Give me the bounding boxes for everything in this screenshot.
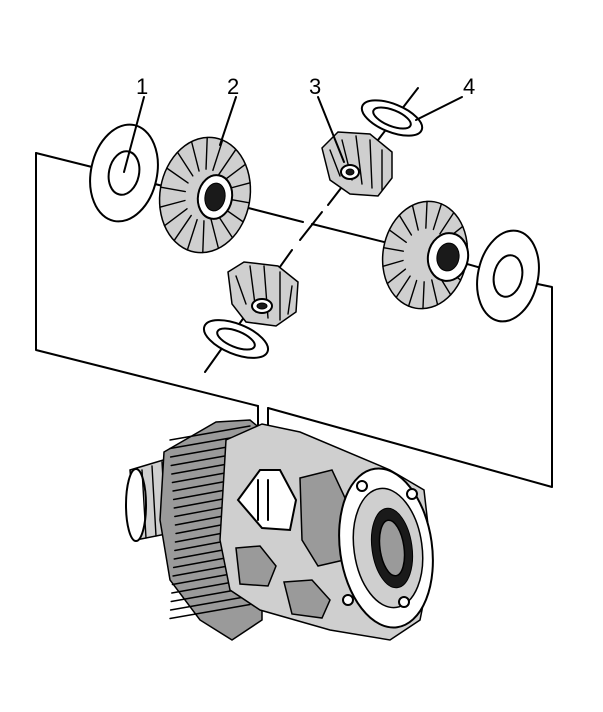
pinion-washer-lower (202, 319, 270, 359)
gear-tooth (411, 204, 419, 231)
gear-tooth (439, 211, 455, 235)
gear-tooth (425, 200, 428, 229)
gear-tooth (190, 140, 200, 172)
gear-tooth (166, 167, 189, 184)
callout-3: 3 (309, 74, 321, 99)
gear-tooth (386, 268, 407, 285)
gear-tooth (159, 199, 186, 208)
side-gear-left (158, 136, 252, 254)
ring-gear-tooth (169, 603, 251, 620)
gear-tooth (205, 136, 208, 170)
gear-tooth (173, 214, 192, 242)
gear-tooth (163, 208, 188, 227)
callout-2: 2 (227, 74, 239, 99)
callout-labels: 1 2 3 4 (136, 74, 475, 99)
gear-tooth (398, 214, 413, 236)
thrust-washer-right (476, 229, 540, 323)
pinion-washer-upper (360, 99, 424, 137)
gear-tooth (186, 218, 198, 251)
gear-tooth (218, 148, 237, 176)
callout-leaders (123, 96, 463, 173)
ring-gear-tooth (169, 595, 251, 611)
gear-tooth (382, 247, 405, 252)
pinion-gear-upper (321, 131, 393, 197)
gear-tooth (210, 218, 220, 250)
gear-tooth (395, 275, 411, 299)
gear-tooth (159, 186, 187, 193)
gear-tooth (202, 220, 205, 254)
gear-tooth (382, 259, 404, 268)
gear-tooth (407, 279, 418, 307)
callout-4: 4 (463, 74, 475, 99)
differential-case (125, 419, 434, 641)
gear-tooth (176, 151, 194, 177)
gear-tooth (432, 203, 443, 231)
gear-tooth (431, 279, 439, 306)
gear-tooth (388, 229, 407, 244)
pinion-gear-lower (227, 261, 299, 327)
callout-1: 1 (136, 74, 148, 99)
ring-gear-tooth (169, 425, 251, 441)
side-gear-right (381, 200, 470, 310)
gear-tooth (422, 281, 425, 310)
